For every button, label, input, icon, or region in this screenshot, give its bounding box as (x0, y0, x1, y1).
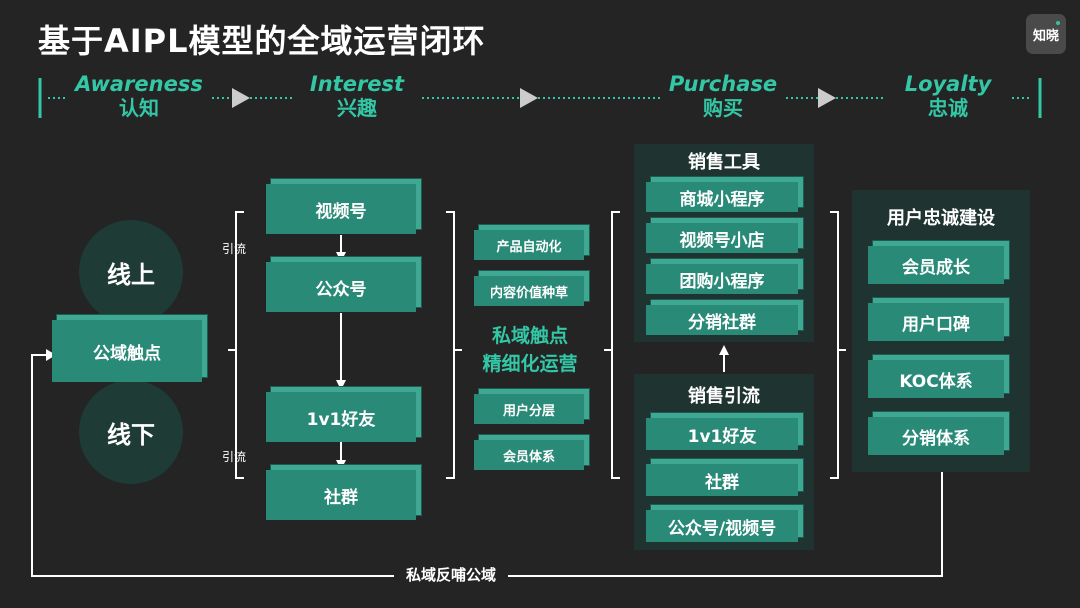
online-circle: 线上 (79, 220, 183, 324)
ops-center-line: 私域触点 (491, 325, 568, 347)
sales-tool-item: 团购小程序 (646, 264, 798, 294)
stage-awareness: Awareness 认知 (66, 72, 212, 120)
feedback-label: 私域反哺公域 (394, 564, 509, 585)
stage-zh: 购买 (703, 96, 743, 120)
stage-zh: 忠诚 (928, 96, 968, 120)
ops-center-text: 私域触点 精细化运营 (460, 322, 600, 378)
channel-box: 公众号 (266, 262, 416, 312)
public-touchpoint-box: 公域触点 (52, 320, 202, 382)
channel-box: 视频号 (266, 184, 416, 234)
sales-traffic-title: 销售引流 (688, 386, 760, 407)
channel-box: 1v1好友 (266, 392, 416, 442)
ops-center-line: 精细化运营 (482, 353, 578, 375)
ops-box: 用户分层 (474, 394, 584, 424)
stage-en: Awareness (75, 72, 203, 96)
loyalty-item: 用户口碑 (868, 303, 1004, 341)
logo-dot-icon (1056, 21, 1060, 25)
sales-tools-title: 销售工具 (688, 152, 760, 173)
sales-traffic-item: 社群 (646, 464, 798, 496)
sales-tool-item: 商城小程序 (646, 182, 798, 212)
stage-en: Purchase (668, 72, 778, 96)
sales-traffic-item: 1v1好友 (646, 418, 798, 450)
traffic-label-top: 引流 (222, 242, 247, 256)
sales-traffic-item: 公众号/视频号 (646, 510, 798, 542)
traffic-label-bottom: 引流 (222, 450, 247, 464)
channel-box: 社群 (266, 470, 416, 520)
stage-interest: Interest 兴趣 (292, 72, 422, 120)
page-title: 基于AIPL模型的全域运营闭环 (38, 22, 486, 60)
ops-box: 产品自动化 (474, 230, 584, 260)
stage-purchase: Purchase 购买 (660, 72, 786, 120)
stage-en: Loyalty (904, 72, 992, 96)
loyalty-item: 分销体系 (868, 417, 1004, 455)
offline-circle: 线下 (79, 380, 183, 484)
loyalty-item: 会员成长 (868, 246, 1004, 284)
loyalty-title: 用户忠诚建设 (887, 208, 995, 229)
loyalty-item: KOC体系 (868, 360, 1004, 398)
ops-box: 会员体系 (474, 440, 584, 470)
ops-box: 内容价值种草 (474, 276, 584, 306)
stage-zh: 兴趣 (337, 96, 377, 120)
stage-zh: 认知 (119, 96, 159, 120)
sales-tool-item: 分销社群 (646, 305, 798, 335)
stage-en: Interest (309, 72, 405, 96)
logo-text: 知晓 (1032, 28, 1059, 44)
stage-loyalty: Loyalty 忠诚 (884, 72, 1012, 120)
brand-logo: 知晓 (1026, 14, 1066, 54)
sales-tool-item: 视频号小店 (646, 223, 798, 253)
